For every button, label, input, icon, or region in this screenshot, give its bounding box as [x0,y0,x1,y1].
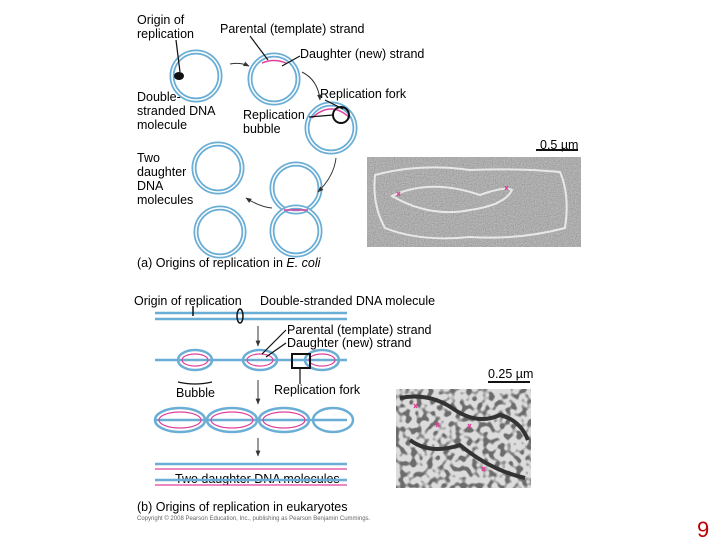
circle-daughter-2 [193,205,247,259]
label-two-daughter-dna-a: Two daughter DNA molecules [137,151,194,207]
label-replication-fork-b: Replication fork [274,383,361,397]
label-replication-fork-a: Replication fork [320,87,407,101]
linear-dna-row-1 [155,306,347,324]
label-parental-strand-b: Parental (template) strand [287,323,432,337]
label-origin-of-replication-a: Origin of replication [137,13,194,41]
circle-daughter-1 [191,141,245,195]
linear-dna-row-3-bubbles [153,406,355,434]
circle-dna-nearly-complete [269,161,323,258]
origin-marker-a [174,72,184,80]
label-daughter-strand-b: Daughter (new) strand [287,336,412,350]
label-double-stranded-dna-b: Double-stranded DNA molecule [260,294,436,308]
caption-a: (a) Origins of replication in E. coli [137,256,320,270]
scale-label-b: 0.25 µm [488,367,534,381]
scale-label-a: 0.5 µm [540,138,579,152]
linear-dna-row-2-bubbles [155,348,347,372]
label-replication-bubble-a: Replication bubble [243,108,305,136]
micrograph-eukaryote [396,381,531,488]
linear-dna-row-4-daughters [155,462,347,486]
fork-highlight-b [291,353,311,369]
leader-lines-b [177,329,301,385]
leader-lines-a [175,35,344,118]
circle-dna-bubble-large [304,101,358,155]
page-number: 9 [697,517,710,542]
caption-a-prefix: (a) Origins of replication in [137,256,287,270]
label-bubble-b: Bubble [176,386,215,400]
caption-a-species: E. coli [286,256,321,270]
copyright-notice: Copyright © 2008 Pearson Education, Inc.… [137,516,371,522]
flow-arrows-a [229,61,337,209]
label-origin-of-replication-b: Origin of replication [134,294,242,308]
label-daughter-strand-a: Daughter (new) strand [300,47,425,61]
micrograph-ecoli [367,149,581,247]
circle-dna-initial [169,49,223,103]
caption-b: (b) Origins of replication in eukaryotes [137,500,348,514]
label-double-stranded-dna-a: Double- stranded DNA molecule [137,90,215,132]
label-parental-strand-a: Parental (template) strand [220,22,365,36]
circle-dna-bubble-small [247,52,301,106]
